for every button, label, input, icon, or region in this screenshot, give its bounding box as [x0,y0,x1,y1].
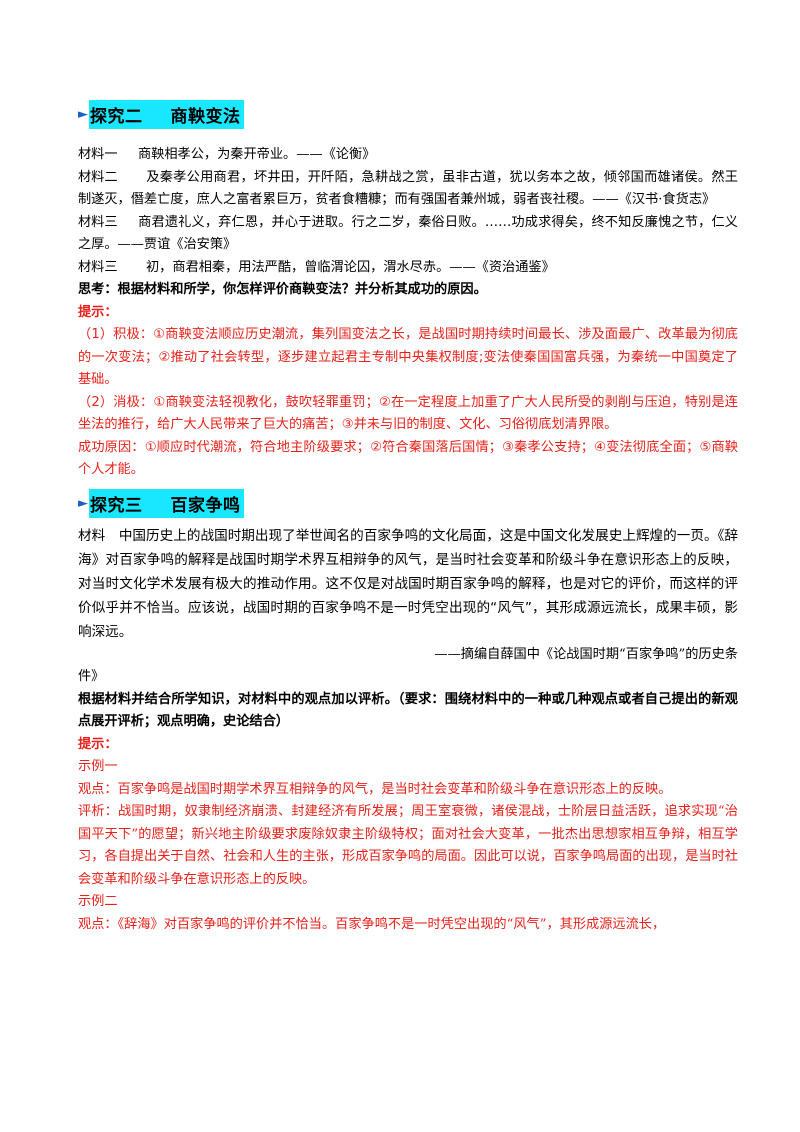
material-3b: 材料三初，商君相秦，用法严酷，曾临渭论囚，渭水尽赤。——《资治通鉴》 [78,259,555,275]
section-heading-3: ► 探究三百家争鸣 [78,489,738,518]
source-citation: ——摘编自薛国中《论战国时期“百家争鸣”的历史条 [434,646,738,662]
example-1-label: 示例一 [78,759,118,774]
hint-label-2: 提示： [78,304,118,320]
example-2-view: 观点：《辞海》对百家争鸣的评价并不恰当。百家争鸣不是一时凭空出现的“风气”，其形… [78,916,666,932]
material-3a: 材料三商君遗礼义，弃仁恩，并心于进取。行之二岁，秦俗日败。……功成求得矣，终不知… [78,214,738,253]
material-2: 材料二及秦孝公用商君，坏井田，开阡陌，急耕战之赏，虽非古道，犹以务本之故，倾邻国… [78,169,738,208]
answer-positive: （1）积极：①商鞅变法顺应历史潮流，集列国变法之长，是战国时期持续时间最长、涉及… [78,327,738,387]
answer-negative: （2）消极：①商鞅变法轻视教化，鼓吹轻罪重罚；②在一定程度上加重了广大人民所受的… [78,394,738,433]
section-title: 探究三百家争鸣 [89,489,244,518]
question-2: 思考：根据材料和所学，你怎样评价商鞅变法？并分析其成功的原因。 [78,282,487,297]
example-1-view: 观点：百家争鸣是战国时期学术界互相辩争的风气，是当时社会变革和阶级斗争在意识形态… [78,781,672,797]
question-3: 根据材料并结合所学知识，对材料中的观点加以评析。（要求：围绕材料中的一种或几种观… [78,691,738,730]
section-title: 探究二商鞅变法 [89,99,244,129]
triangle-marker-icon: ► [78,106,88,122]
section-heading-2: ► 探究二商鞅变法 [78,99,738,129]
triangle-marker-icon: ► [78,496,88,511]
material-baijia: 材料 中国历史上的战国时期出现了举世闻名的百家争鸣的文化局面，这是中国文化发展史… [78,527,738,640]
document-page: ► 探究二商鞅变法 材料一商鞅相孝公，为秦开帝业。——《论衡》 材料二及秦孝公用… [78,99,738,936]
source-citation-end: 件》 [78,669,105,684]
answer-reasons: 成功原因：①顺应时代潮流，符合地主阶级要求；②符合秦国落后国情；③秦孝公支持；④… [78,439,738,478]
hint-label-3: 提示： [78,736,118,752]
material-1: 材料一商鞅相孝公，为秦开帝业。——《论衡》 [78,147,376,162]
example-2-label: 示例二 [78,894,118,909]
example-1-eval: 评析：战国时期，奴隶制经济崩溃、封建经济有所发展；周王室衰微，诸侯混战，士阶层日… [78,804,738,887]
